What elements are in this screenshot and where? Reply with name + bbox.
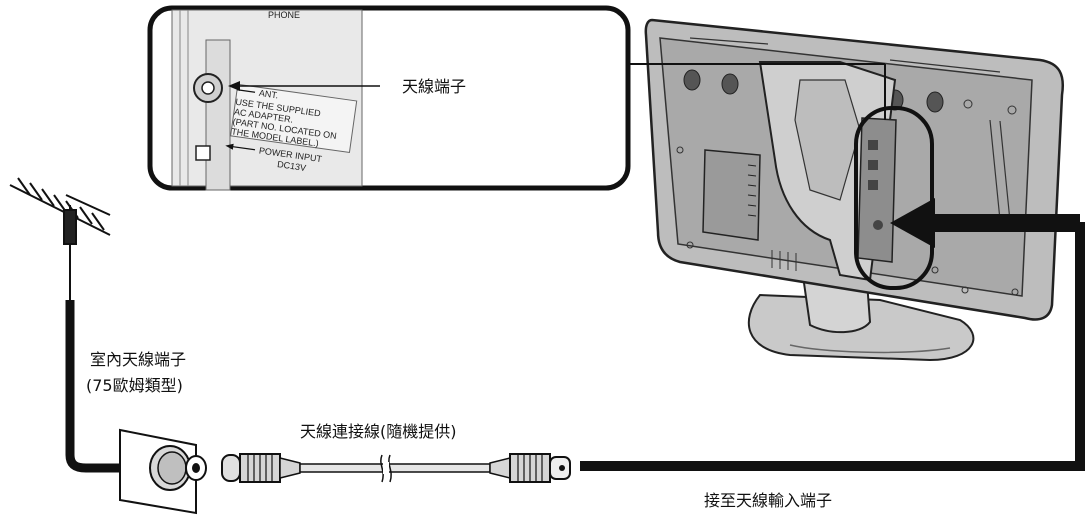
panel-voltage-text: DC13V (277, 159, 307, 173)
wall-antenna-terminal-illustration (119, 428, 207, 515)
antenna-cable-illustration (221, 453, 571, 483)
cable-paths (65, 198, 1085, 473)
antenna-terminal-leader (228, 81, 380, 91)
tv-antenna-illustration (9, 177, 111, 300)
antenna-cable-label: 天線連接線(隨機提供) (300, 422, 457, 441)
tv-rear-illustration (644, 18, 1064, 362)
terminal-closeup-inset (147, 5, 886, 191)
indoor-antenna-terminal-label: 室內天線端子 (90, 350, 187, 369)
panel-ant-text: ANT. (258, 88, 279, 101)
connect-to-input-label: 接至天線輸入端子 (704, 491, 833, 510)
antenna-terminal-label: 天線端子 (402, 77, 467, 96)
panel-phone-text: PHONE (268, 10, 300, 20)
indoor-antenna-type-label: (75歐姆類型) (86, 376, 183, 395)
